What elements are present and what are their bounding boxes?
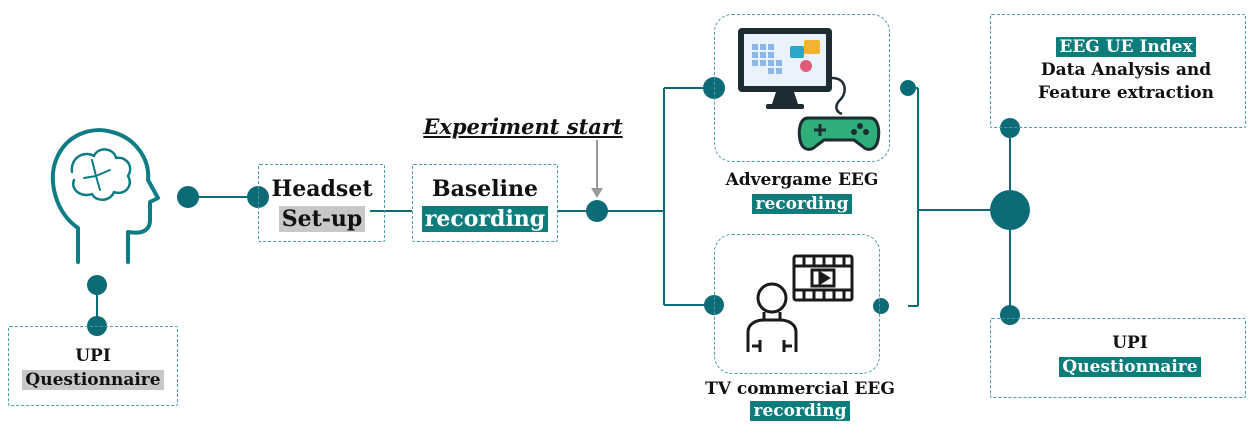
headset-line1: Headset <box>271 176 373 202</box>
node <box>1000 118 1020 138</box>
questionnaire-left-label: UPI Questionnaire <box>8 344 178 392</box>
person-video-icon <box>746 254 854 352</box>
analysis-line1: EEG UE Index <box>1056 37 1196 57</box>
baseline-label: Baseline recording <box>412 174 558 234</box>
node <box>1000 305 1020 325</box>
brain-head-icon <box>50 128 160 264</box>
headset-box <box>258 164 385 242</box>
node <box>873 298 889 314</box>
headset-label: Headset Set-up <box>260 174 384 234</box>
questionnaire-right-label: UPI Questionnaire <box>1040 331 1220 379</box>
experiment-start-label: Experiment start <box>423 114 623 139</box>
advergame-label: Advergame EEG recording <box>706 168 898 216</box>
advergame-line2: recording <box>752 194 852 214</box>
experiment-start-arrow <box>591 140 603 198</box>
tv-commercial-label: TV commercial EEG recording <box>684 378 916 422</box>
connectors <box>96 87 1011 326</box>
questionnaire-right-box <box>990 318 1246 398</box>
tv-line2: recording <box>750 401 850 421</box>
questionnaire-left-line1: UPI <box>75 346 111 366</box>
advergame-line1: Advergame EEG <box>725 170 879 190</box>
analysis-line2: Data Analysis and <box>1040 60 1212 80</box>
baseline-box <box>412 164 558 242</box>
analysis-line3: Feature extraction <box>1037 83 1214 103</box>
tv-line1: TV commercial EEG <box>705 379 895 399</box>
node <box>87 275 107 295</box>
analysis-label: EEG UE Index Data Analysis and Feature e… <box>1010 36 1242 105</box>
node <box>177 186 199 208</box>
baseline-line1: Baseline <box>432 176 538 202</box>
baseline-line2: recording <box>421 206 549 232</box>
computer-game-icon <box>738 28 846 116</box>
tv-commercial-box <box>714 234 880 374</box>
node-experiment-start <box>586 200 608 222</box>
analysis-box <box>990 14 1246 128</box>
questionnaire-right-line2: Questionnaire <box>1059 357 1201 377</box>
advergame-box <box>714 14 890 162</box>
questionnaire-left-box <box>8 326 178 406</box>
node-hub <box>990 190 1030 230</box>
questionnaire-left-line2: Questionnaire <box>22 370 164 390</box>
node <box>900 80 916 96</box>
gamepad-icon <box>797 116 881 151</box>
headset-line2: Set-up <box>278 206 366 232</box>
questionnaire-right-line1: UPI <box>1112 333 1148 353</box>
